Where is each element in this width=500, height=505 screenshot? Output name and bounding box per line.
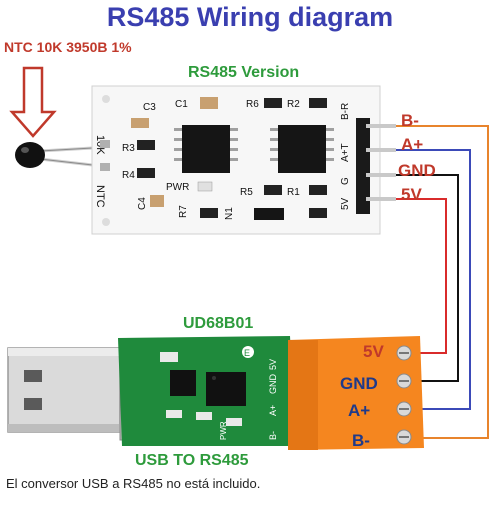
svg-text:R1: R1: [287, 187, 300, 198]
top-pin-label-a-plus: A+: [401, 135, 424, 154]
svg-text:B-R: B-R: [340, 103, 351, 120]
svg-text:PWR: PWR: [219, 421, 228, 440]
ntc-thermistor-icon: [15, 142, 111, 169]
down-arrow-icon: [9, 66, 57, 138]
svg-text:R6: R6: [246, 99, 259, 110]
bottom-board-name: UD68B01: [183, 315, 254, 332]
terminal-label-5v: 5V: [363, 342, 384, 361]
top-pin-label-b-minus: B-: [401, 111, 419, 130]
svg-text:R7: R7: [178, 205, 189, 218]
wires: [396, 125, 489, 439]
terminal-label-gnd: GND: [340, 374, 378, 393]
svg-text:R3: R3: [122, 143, 135, 154]
svg-text:N1: N1: [224, 207, 235, 220]
svg-text:A+: A+: [268, 405, 278, 416]
top-pin-label-gnd: GND: [398, 161, 436, 180]
sensor-label: NTC 10K 3950B 1%: [4, 39, 132, 55]
top-board-name: RS485 Version: [188, 64, 300, 81]
svg-text:5V: 5V: [340, 197, 351, 210]
svg-text:R5: R5: [240, 187, 253, 198]
svg-text:B-: B-: [268, 431, 278, 440]
svg-text:E: E: [244, 348, 250, 358]
svg-text:NTC: NTC: [94, 185, 106, 208]
svg-text:R2: R2: [287, 99, 300, 110]
usb-plug-icon: [7, 339, 135, 441]
rs485-module-board: 10K NTC R3 R4 C3 C4 C1: [91, 85, 396, 235]
terminal-block: [288, 336, 424, 450]
caption: El conversor USB a RS485 no está incluid…: [6, 476, 261, 491]
svg-text:5V: 5V: [268, 359, 278, 370]
svg-text:GND: GND: [268, 374, 278, 395]
terminal-label-a-plus: A+: [348, 401, 371, 420]
svg-text:C1: C1: [175, 99, 188, 110]
usb-rs485-converter-board: E PWR 5V GND A+ B-: [118, 336, 296, 446]
svg-text:R4: R4: [122, 170, 135, 181]
terminal-label-b-minus: B-: [352, 431, 370, 450]
svg-text:C4: C4: [137, 197, 148, 210]
svg-text:G: G: [340, 177, 351, 185]
bottom-board-subtitle: USB TO RS485: [135, 452, 249, 469]
svg-text:A+T: A+T: [340, 143, 351, 162]
top-pin-label-5v: 5V: [401, 185, 422, 204]
svg-text:C3: C3: [143, 102, 156, 113]
diagram-title: RS485 Wiring diagram: [106, 2, 394, 32]
svg-text:PWR: PWR: [166, 182, 189, 193]
